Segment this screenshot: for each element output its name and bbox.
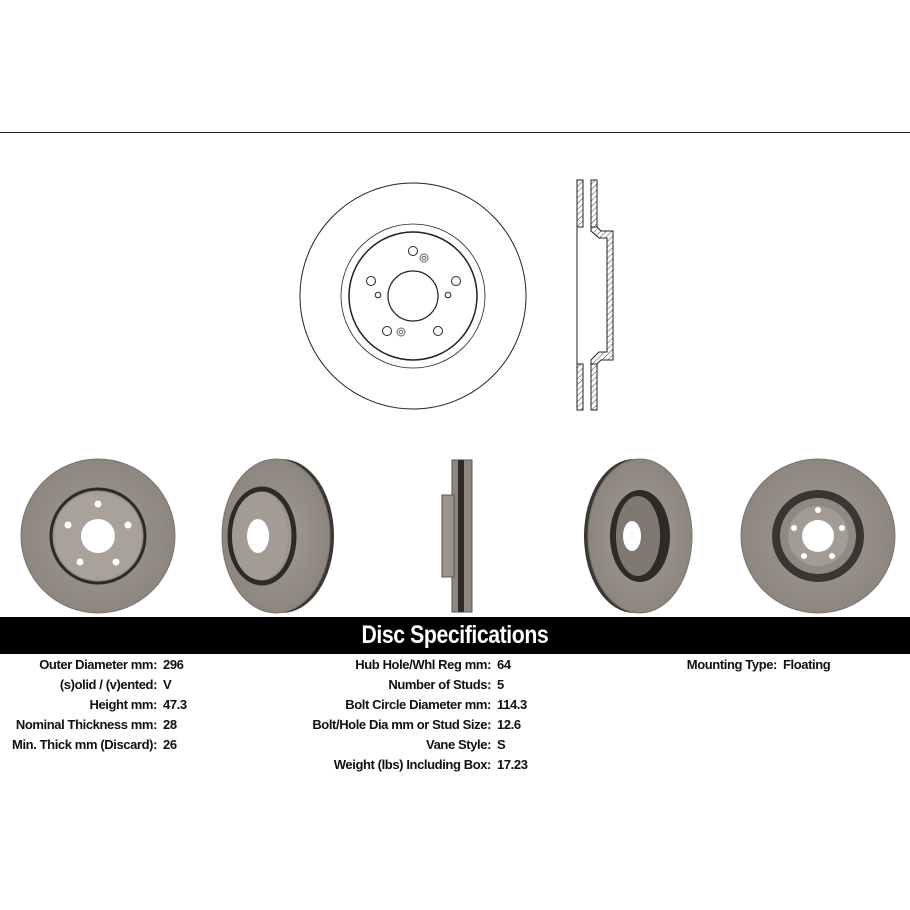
spec-label: Nominal Thickness mm: — [15, 717, 158, 732]
spec-label: Number of Studs: — [388, 677, 491, 692]
spec-label: (s)olid / (v)ented: — [59, 677, 158, 692]
spec-value: 47.3 — [163, 697, 187, 712]
spec-value: 26 — [163, 737, 177, 752]
spec-value: 5 — [497, 677, 504, 692]
spec-row: Min. Thick mm (Discard): 26 — [0, 735, 177, 755]
disc-photo-angle-right — [584, 458, 693, 614]
spec-value: 296 — [163, 657, 184, 672]
spec-value: 17.23 — [497, 757, 528, 772]
spec-row: (s)olid / (v)ented: V — [0, 675, 172, 695]
spec-row: Outer Diameter mm: 296 — [0, 655, 184, 675]
disc-photo-angle-left — [221, 458, 334, 614]
spec-row: Nominal Thickness mm: 28 — [0, 715, 177, 735]
spec-row: Number of Studs: 5 — [0, 675, 504, 695]
spec-row: Hub Hole/Whl Reg mm: 64 — [0, 655, 511, 675]
spec-label: Weight (lbs) Including Box: — [333, 757, 492, 772]
spec-label: Height mm: — [89, 697, 157, 712]
spec-label: Bolt Circle Diameter mm: — [345, 697, 491, 712]
disc-section-drawing — [576, 179, 614, 411]
spec-row: Height mm: 47.3 — [0, 695, 187, 715]
disc-photo-side — [441, 459, 473, 613]
disc-front-drawing — [299, 182, 527, 410]
spec-row: Mounting Type: Floating — [0, 655, 831, 675]
spec-row: Bolt/Hole Dia mm or Stud Size: 12.6 — [0, 715, 521, 735]
spec-row: Bolt Circle Diameter mm: 114.3 — [0, 695, 527, 715]
spec-label: Min. Thick mm (Discard): — [12, 737, 157, 752]
disc-photo-front — [20, 458, 176, 614]
spec-value: 64 — [497, 657, 511, 672]
spec-row: Vane Style: S — [0, 735, 506, 755]
spec-label: Mounting Type: — [686, 657, 778, 672]
divider — [0, 132, 910, 133]
spec-value: 28 — [163, 717, 177, 732]
spec-value: S — [497, 737, 506, 752]
spec-label: Outer Diameter mm: — [39, 657, 157, 672]
spec-value: 114.3 — [497, 697, 527, 712]
spec-label: Bolt/Hole Dia mm or Stud Size: — [312, 717, 491, 732]
spec-label: Hub Hole/Whl Reg mm: — [355, 657, 491, 672]
spec-value: Floating — [783, 657, 831, 672]
specs-header: Disc Specifications — [0, 617, 910, 654]
spec-value: 12.6 — [497, 717, 521, 732]
spec-value: V — [163, 677, 172, 692]
disc-drawings — [20, 179, 896, 614]
spec-label: Vane Style: — [426, 737, 491, 752]
disc-photo-back — [740, 458, 896, 614]
spec-row: Weight (lbs) Including Box: 17.23 — [0, 755, 528, 775]
